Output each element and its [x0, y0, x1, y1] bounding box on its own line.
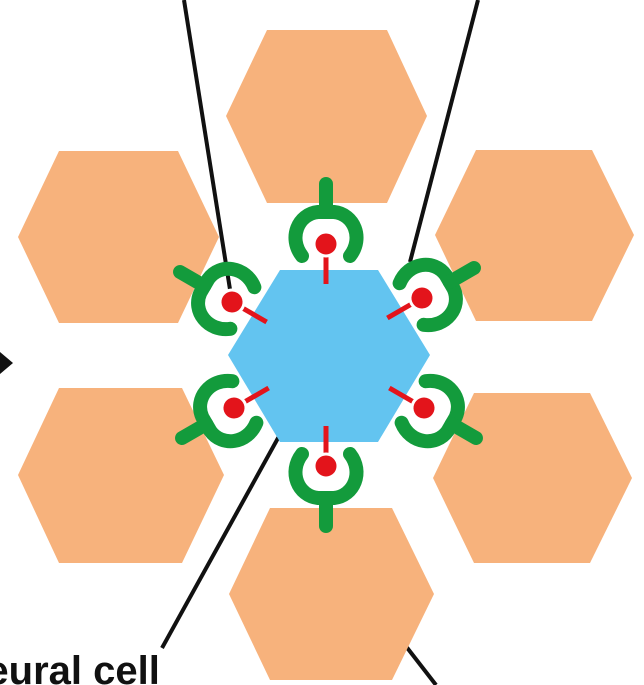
ligand-ball — [406, 282, 439, 315]
ligand-ball — [314, 232, 338, 256]
neighbor-cell-upper-right — [435, 150, 634, 321]
neighbor-cell-bottom — [229, 508, 434, 680]
neighbor-cell-lower-left — [18, 388, 224, 563]
ligand-ball — [408, 392, 441, 425]
ligand-ball — [218, 392, 251, 425]
arrow-head-icon — [0, 352, 13, 374]
neighbor-cell-upper-left — [18, 151, 219, 323]
pointer-line-neighbor-cell — [405, 645, 436, 685]
ligand-ball — [314, 454, 338, 478]
neighbor-cell-lower-right — [433, 393, 632, 563]
ligand-ball — [216, 286, 249, 319]
label-neural-cell: neural cell — [0, 649, 160, 685]
